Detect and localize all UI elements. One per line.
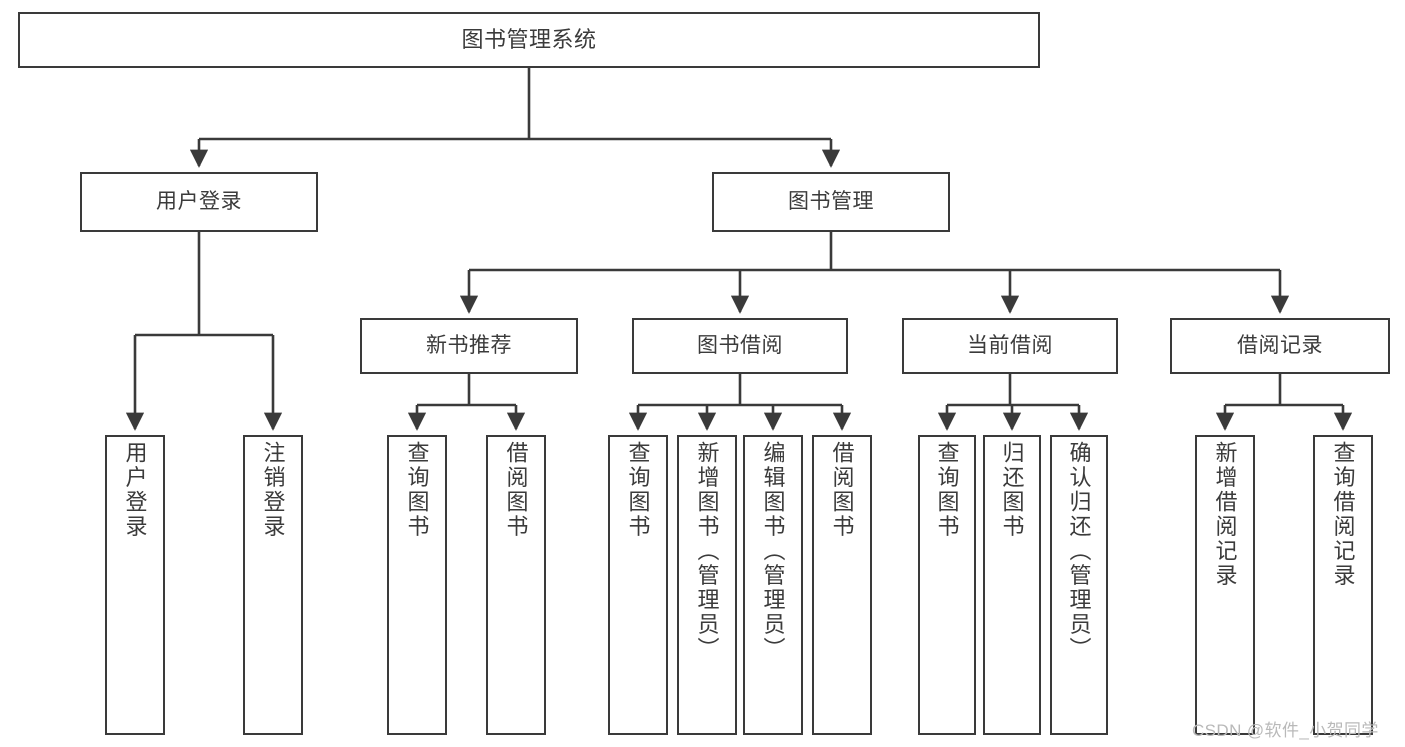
leaf-borrow-book-label: 借阅图书 [829, 441, 855, 539]
node-new-book-recommend[interactable]: 新书推荐 [360, 318, 578, 374]
node-borrow-records[interactable]: 借阅记录 [1170, 318, 1390, 374]
leaf-logout[interactable]: 注销登录 [243, 435, 303, 735]
leaf-borrow-book[interactable]: 借阅图书 [812, 435, 872, 735]
node-root[interactable]: 图书管理系统 [18, 12, 1040, 68]
leaf-return-book[interactable]: 归还图书 [983, 435, 1041, 735]
leaf-query-book-current[interactable]: 查询图书 [918, 435, 976, 735]
leaf-query-borrow-record[interactable]: 查询借阅记录 [1313, 435, 1373, 735]
leaf-edit-book-admin[interactable]: 编辑图书（管理员） [743, 435, 803, 735]
node-current-borrow-label: 当前借阅 [967, 333, 1053, 357]
node-root-label: 图书管理系统 [461, 27, 597, 53]
leaf-query-book-borrow-label: 查询图书 [625, 441, 651, 539]
leaf-logout-label: 注销登录 [260, 441, 286, 539]
node-book-management[interactable]: 图书管理 [712, 172, 950, 232]
node-book-management-label: 图书管理 [788, 189, 874, 213]
leaf-confirm-return-admin-label: 确认归还（管理员） [1066, 441, 1092, 662]
leaf-return-book-label: 归还图书 [999, 441, 1025, 539]
node-new-book-recommend-label: 新书推荐 [426, 333, 512, 357]
leaf-add-book-admin[interactable]: 新增图书（管理员） [677, 435, 737, 735]
leaf-add-book-admin-label: 新增图书（管理员） [694, 441, 720, 662]
node-book-borrow-label: 图书借阅 [697, 333, 783, 357]
leaf-query-book-current-label: 查询图书 [934, 441, 960, 539]
node-book-borrow[interactable]: 图书借阅 [632, 318, 848, 374]
leaf-edit-book-admin-label: 编辑图书（管理员） [760, 441, 786, 662]
node-user-login[interactable]: 用户登录 [80, 172, 318, 232]
node-current-borrow[interactable]: 当前借阅 [902, 318, 1118, 374]
watermark: CSDN @软件_小贺同学 [1192, 721, 1379, 740]
leaf-user-login[interactable]: 用户登录 [105, 435, 165, 735]
leaf-query-book-newbook[interactable]: 查询图书 [387, 435, 447, 735]
leaf-borrow-book-newbook-label: 借阅图书 [503, 441, 529, 539]
node-user-login-label: 用户登录 [156, 189, 242, 213]
leaf-confirm-return-admin[interactable]: 确认归还（管理员） [1050, 435, 1108, 735]
leaf-query-book-borrow[interactable]: 查询图书 [608, 435, 668, 735]
leaf-add-borrow-record[interactable]: 新增借阅记录 [1195, 435, 1255, 735]
leaf-query-book-newbook-label: 查询图书 [404, 441, 430, 539]
leaf-borrow-book-newbook[interactable]: 借阅图书 [486, 435, 546, 735]
leaf-user-login-label: 用户登录 [122, 441, 148, 539]
leaf-query-borrow-record-label: 查询借阅记录 [1330, 441, 1356, 588]
leaf-add-borrow-record-label: 新增借阅记录 [1212, 441, 1238, 588]
node-borrow-records-label: 借阅记录 [1237, 333, 1323, 357]
